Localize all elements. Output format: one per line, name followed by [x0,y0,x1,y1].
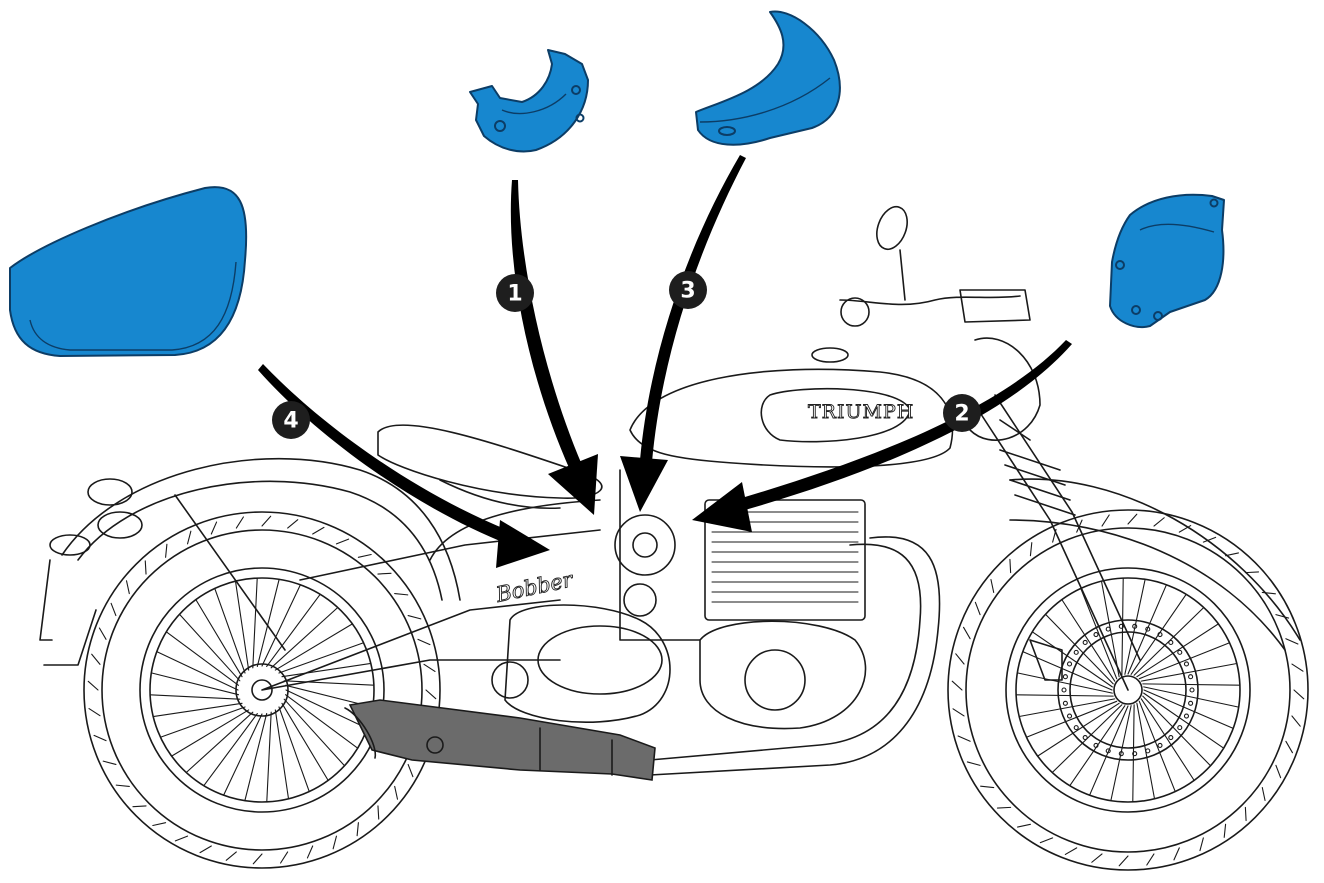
callout-badge-3: 3 [669,271,707,309]
brand-logo: TRIUMPH [808,401,914,423]
headlight [970,338,1040,440]
replacement-parts [10,12,1224,356]
exhaust-muffler [345,700,655,780]
handlebar [840,203,1030,326]
callout-badge-4: 4 [272,401,310,439]
model-logo: Bobber [493,567,577,607]
arrow-1 [511,180,598,515]
arrow-4 [258,364,550,568]
svg-text:4: 4 [283,409,298,434]
throttle-body-cover-part [696,12,840,145]
svg-text:1: 1 [507,282,522,307]
svg-text:2: 2 [954,402,969,427]
side-panel-part [10,187,246,356]
svg-text:3: 3 [680,279,695,304]
callout-badge-1: 1 [496,274,534,312]
callout-badge-2: 2 [943,394,981,432]
upper-bracket-cover-part [470,50,588,151]
sprocket-cover-part [1110,195,1224,327]
